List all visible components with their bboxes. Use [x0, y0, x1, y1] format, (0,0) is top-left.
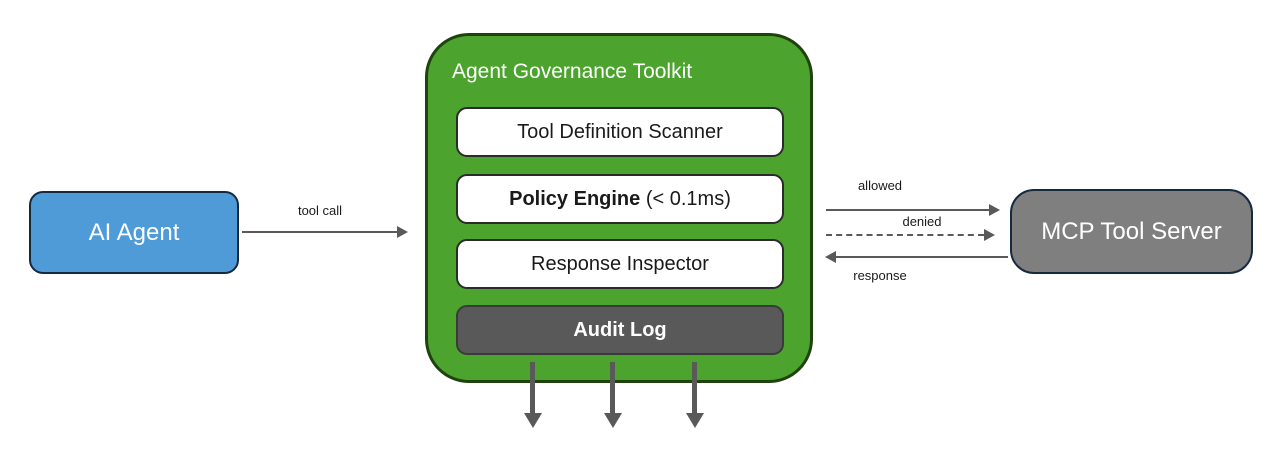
module-response-inspector: Response Inspector [456, 239, 784, 289]
tool-call-arrow-shaft [242, 231, 398, 233]
denied-label: denied [902, 214, 942, 229]
module-label-bold: Policy Engine [509, 187, 641, 210]
module-label: Response Inspector [531, 252, 709, 275]
toolkit-container: Agent Governance Toolkit Tool Definition… [425, 33, 813, 383]
tool-call-label: tool call [297, 203, 343, 218]
allowed-label: allowed [857, 178, 903, 193]
audit-output-arrowhead-icon [604, 413, 622, 428]
allowed-arrowhead-icon [989, 203, 1000, 216]
audit-output-arrowhead-icon [524, 413, 542, 428]
audit-output-arrow-shaft [610, 362, 615, 414]
audit-log-label: Audit Log [573, 318, 667, 341]
module-label: Tool Definition Scanner [517, 120, 723, 143]
module-policy-engine: Policy Engine (< 0.1ms) [456, 174, 784, 224]
allowed-arrow-shaft [826, 209, 989, 211]
audit-output-arrow-shaft [692, 362, 697, 414]
mcp-tool-server-node: MCP Tool Server [1010, 189, 1253, 274]
response-label: response [853, 268, 907, 283]
audit-output-arrowhead-icon [686, 413, 704, 428]
module-tool-definition-scanner: Tool Definition Scanner [456, 107, 784, 157]
audit-output-arrow-shaft [530, 362, 535, 414]
module-label-rest: (< 0.1ms) [640, 187, 731, 210]
denied-arrowhead-icon [984, 228, 995, 241]
denied-arrow-shaft [826, 234, 984, 236]
ai-agent-node: AI Agent [29, 191, 239, 274]
ai-agent-label: AI Agent [88, 218, 180, 246]
tool-call-arrowhead-icon [397, 225, 408, 238]
response-arrow-shaft [836, 256, 1008, 258]
module-audit-log: Audit Log [456, 305, 784, 355]
mcp-tool-server-label: MCP Tool Server [1041, 217, 1222, 245]
toolkit-title: Agent Governance Toolkit [452, 60, 693, 83]
response-arrowhead-icon [825, 250, 836, 263]
